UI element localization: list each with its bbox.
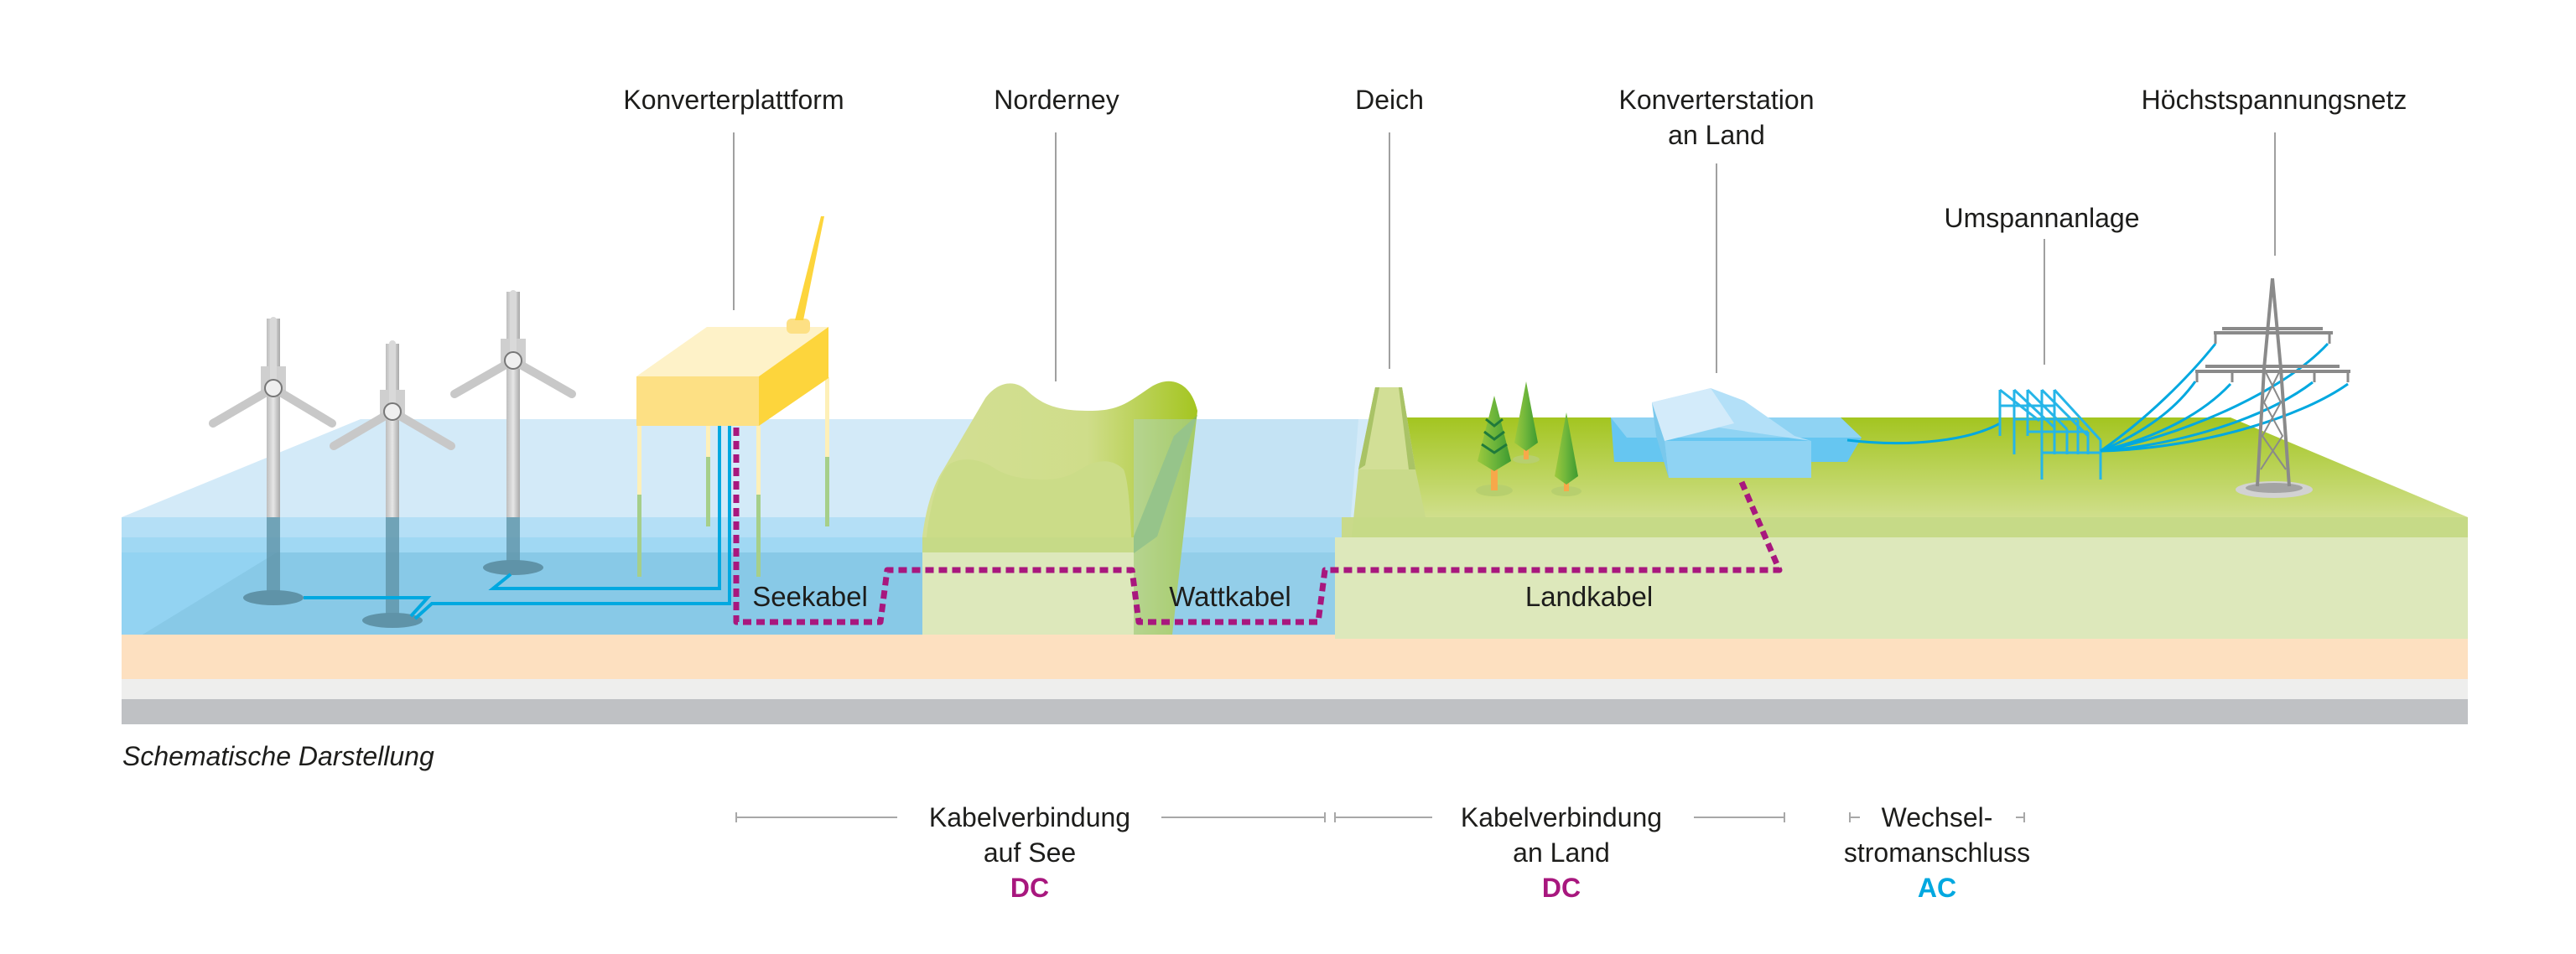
wind-turbine-icon — [330, 340, 455, 628]
range-land-current: DC — [1541, 873, 1581, 903]
rock-layer-light — [122, 679, 2468, 699]
land-front-2 — [1335, 537, 2468, 639]
dike-icon — [1342, 387, 1426, 639]
label-converter-station: Konverterstation an Land — [1618, 82, 1814, 153]
label-grid: Höchstspannungsnetz — [2141, 85, 2407, 115]
range-ac-line2: stromanschluss — [1843, 837, 2031, 868]
ac-cable — [1846, 422, 2001, 444]
caption: Schematische Darstellung — [122, 741, 434, 771]
watt-water — [1134, 419, 1358, 635]
range-sea-current: DC — [1010, 873, 1050, 903]
label-converter-station-line2: an Land — [1668, 120, 1765, 150]
land-front-1 — [1342, 517, 2468, 537]
overhead-lines — [2100, 342, 2349, 453]
range-sea: Kabelverbindung auf See DC — [929, 800, 1130, 905]
label-land-cable: Landkabel — [1524, 581, 1654, 612]
leader-lines — [733, 132, 2276, 381]
label-norderney: Norderney — [994, 85, 1119, 115]
range-land: Kabelverbindung an Land DC — [1461, 800, 1662, 905]
tree-icon — [1551, 412, 1581, 496]
label-converter-station-line1: Konverterstation — [1618, 85, 1815, 115]
array-cables — [304, 426, 731, 620]
label-converter-platform: Konverterplattform — [623, 85, 844, 115]
range-land-line1: Kabelverbindung — [1460, 802, 1663, 832]
wind-turbine-icon — [450, 290, 576, 575]
range-bars — [735, 812, 2025, 822]
tree-icon — [1513, 381, 1540, 464]
rock-layer-dark — [122, 699, 2468, 724]
label-dike: Deich — [1355, 85, 1424, 115]
power-pylon-icon — [2195, 277, 2350, 498]
range-ac: Wechsel- stromanschluss AC — [1844, 800, 2030, 905]
range-sea-line2: auf See — [983, 837, 1077, 868]
converter-platform-icon — [636, 216, 829, 577]
range-sea-line1: Kabelverbindung — [928, 802, 1131, 832]
label-watt-cable: Wattkabel — [1169, 581, 1291, 612]
sand-layer — [122, 635, 2468, 679]
range-ac-current: AC — [1917, 873, 1957, 903]
label-sea-cable: Seekabel — [752, 581, 868, 612]
converter-station-icon — [1611, 388, 1862, 478]
range-land-line2: an Land — [1513, 837, 1610, 868]
dc-cable-route — [733, 428, 1783, 625]
wind-turbine-icon — [209, 317, 336, 605]
range-ac-line1: Wechsel- — [1881, 802, 1993, 832]
label-substation: Umspannanlage — [1944, 203, 2140, 233]
substation-icon — [1998, 388, 2102, 480]
tree-icon — [1476, 396, 1513, 496]
